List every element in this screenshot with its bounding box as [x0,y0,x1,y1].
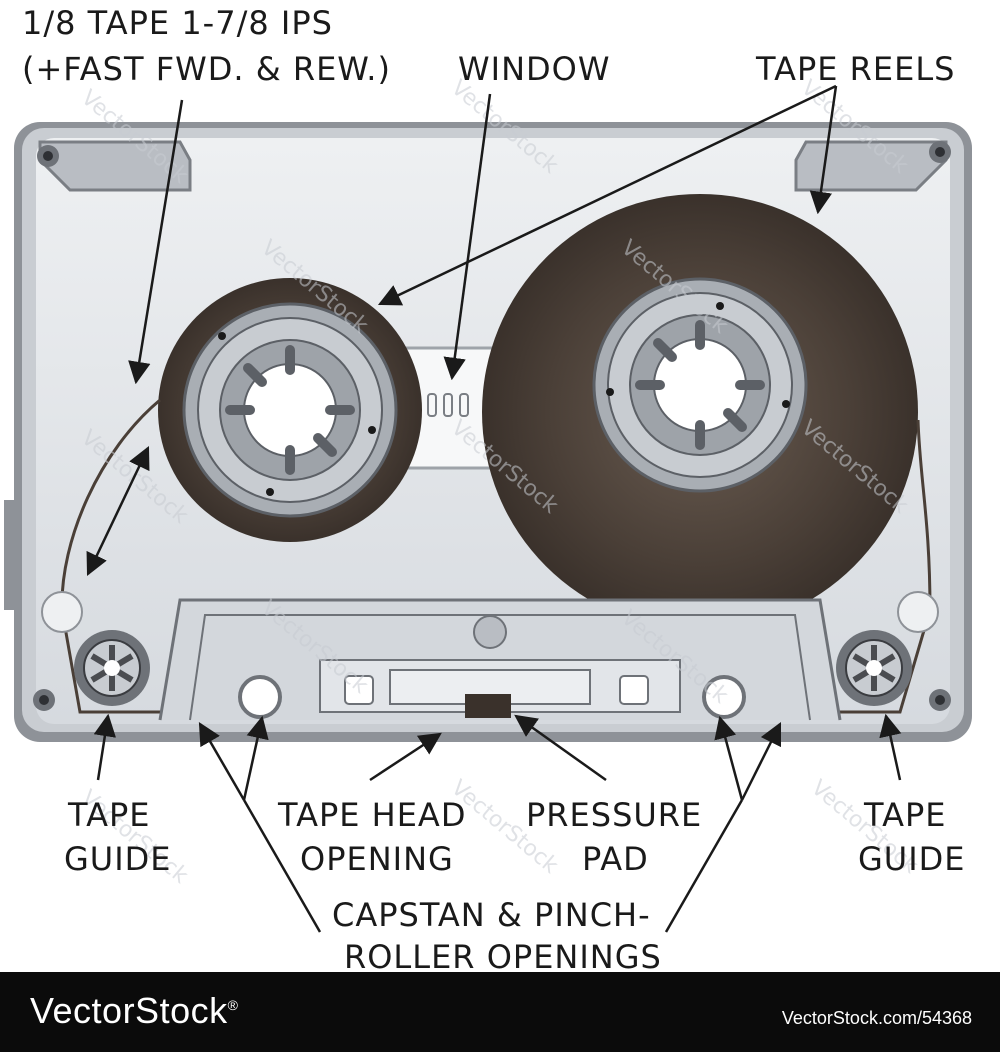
label-tape-spec-1: 1/8 TAPE 1-7/8 IPS [22,4,333,42]
label-tape-guide-left-2: GUIDE [64,840,172,878]
label-tape-spec-2: (+FAST FWD. & REW.) [22,50,391,88]
label-pressure-pad-1: PRESSURE [526,796,702,834]
tape-head-area [158,598,842,721]
tape-guide-right [836,591,939,706]
label-window: WINDOW [458,50,610,88]
label-tape-head-1: TAPE HEAD [277,796,466,834]
vectorstock-logo: VectorStock® [30,990,239,1031]
image-id: VectorStock.com/54368 [781,1008,972,1028]
label-pressure-pad-2: PAD [582,840,649,878]
label-tape-guide-right-2: GUIDE [858,840,966,878]
label-tape-guide-right-1: TAPE [863,796,946,834]
leader-lines [86,84,902,933]
label-tape-reels: TAPE REELS [755,50,955,88]
tape-guide-left [41,591,150,706]
label-capstan-2: ROLLER OPENINGS [344,938,662,976]
left-tape-reel [158,278,422,542]
right-tape-reel [482,194,918,630]
diagram-labels: 1/8 TAPE 1-7/8 IPS (+FAST FWD. & REW.) W… [22,4,966,976]
label-tape-head-2: OPENING [300,840,454,878]
label-capstan-1: CAPSTAN & PINCH- [332,896,651,934]
footer-bar: VectorStock® VectorStock.com/54368 [0,972,1000,1052]
label-tape-guide-left-1: TAPE [67,796,150,834]
